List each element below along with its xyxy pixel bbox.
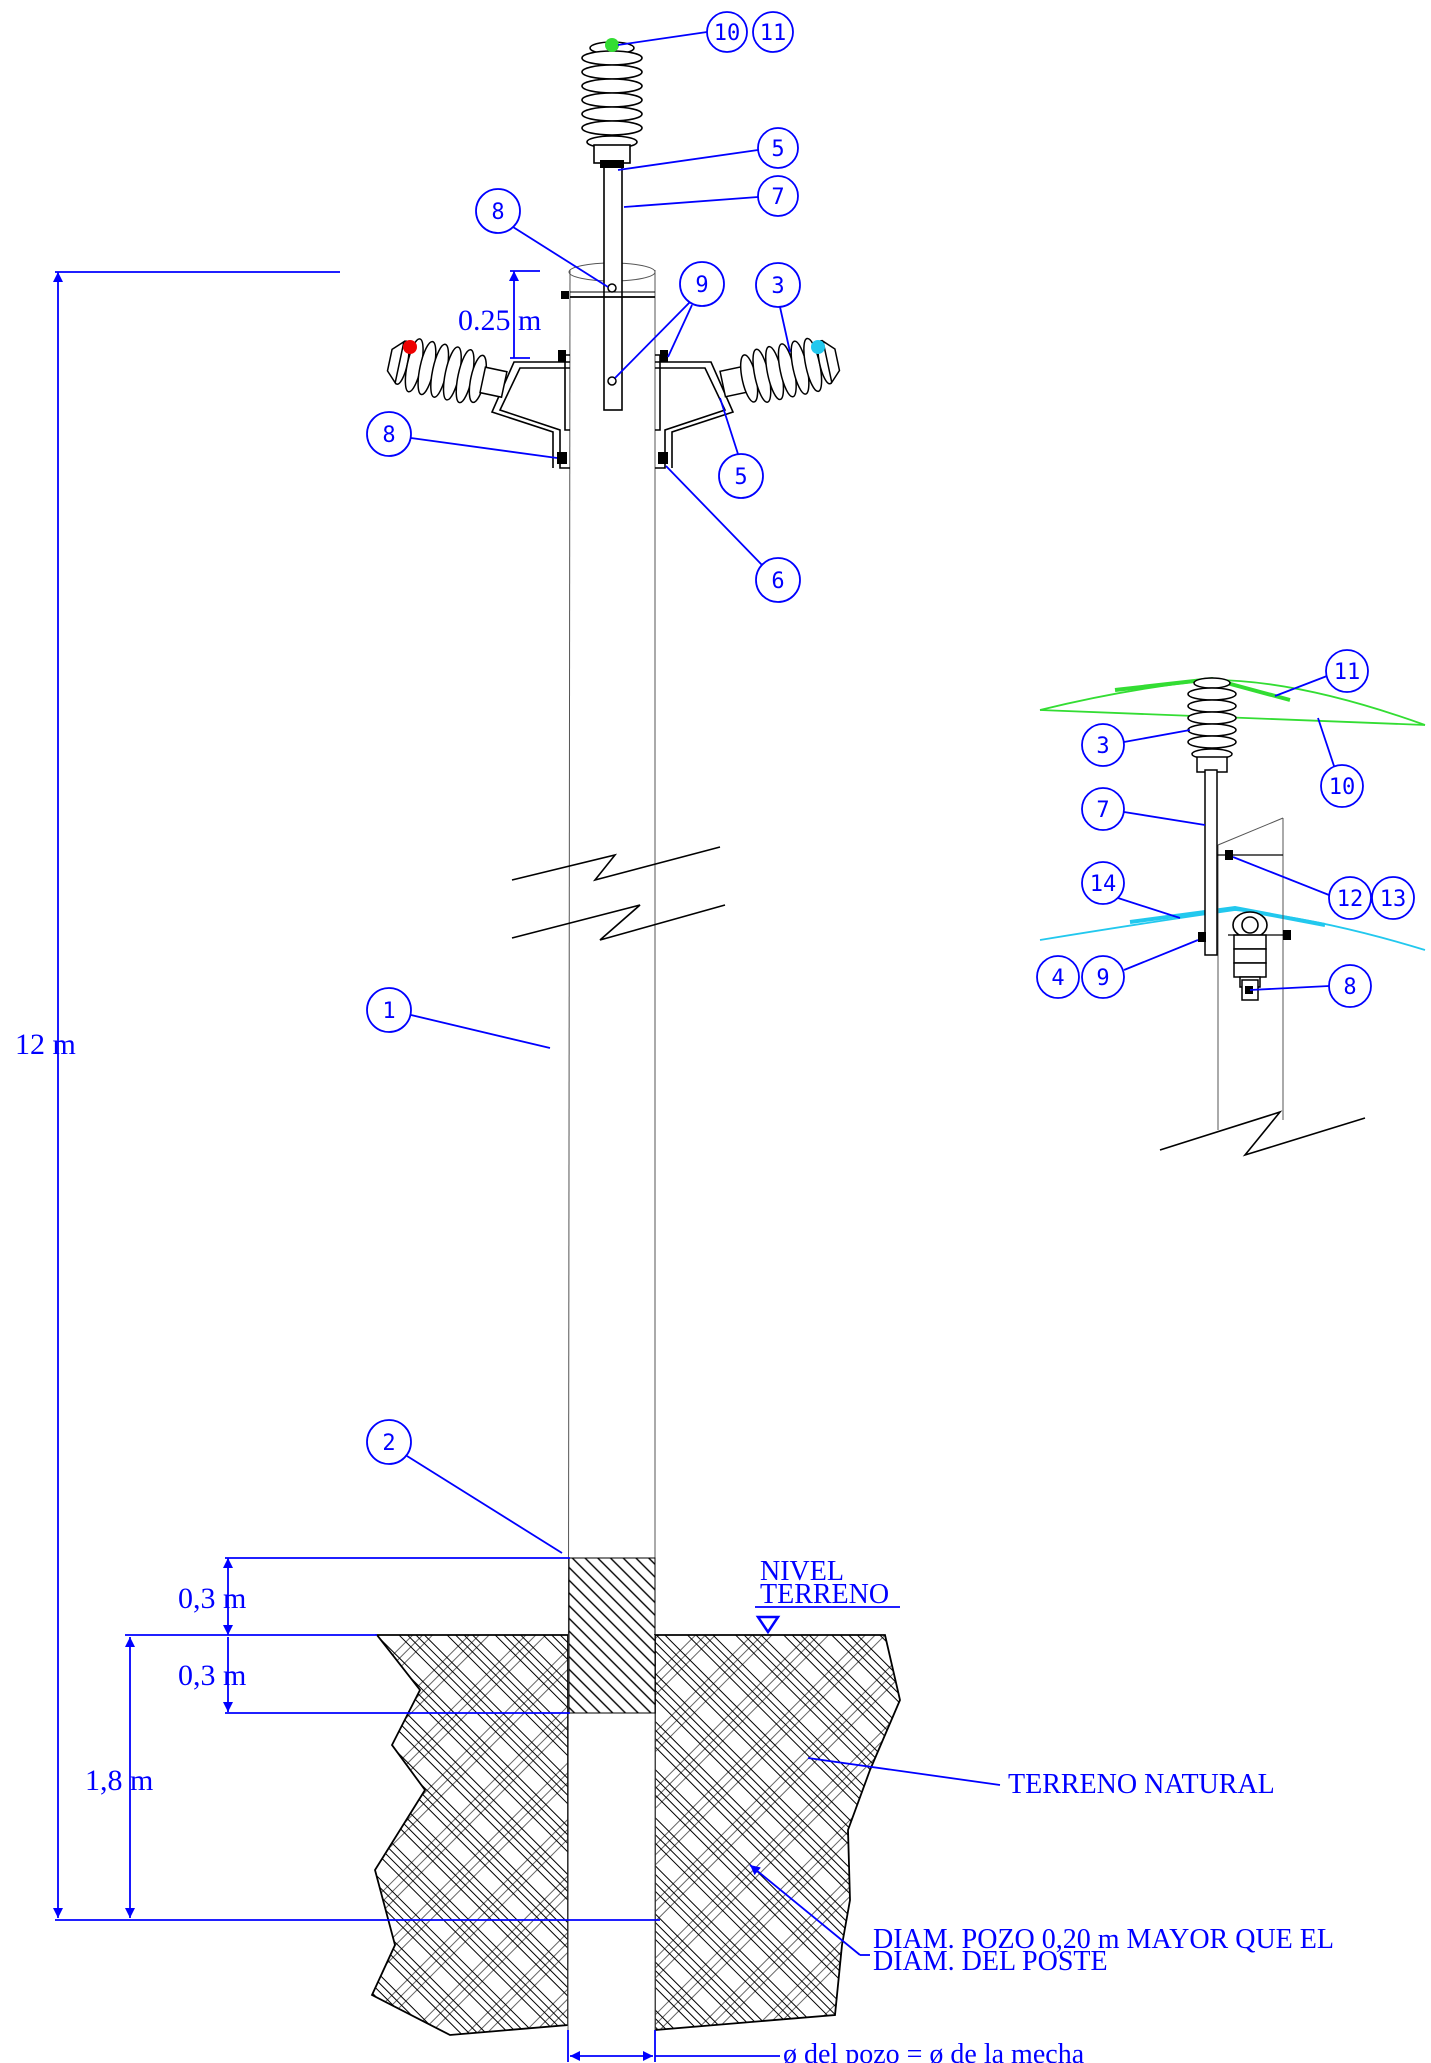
balloon-8-left: 8 bbox=[382, 423, 395, 448]
dim-insulator-offset: 0.25 m bbox=[458, 304, 541, 337]
dim-band-above: 0,3 m bbox=[178, 1582, 246, 1615]
note-ground-level-line1: NIVEL bbox=[760, 1556, 844, 1587]
balloon-11-side: 11 bbox=[1334, 660, 1361, 685]
ground-level-triangle bbox=[755, 1615, 781, 1635]
note-natural-soil: TERRENO NATURAL bbox=[1008, 1769, 1275, 1800]
balloon-5-right: 5 bbox=[734, 465, 747, 490]
side-lower-insulator bbox=[1228, 911, 1291, 1001]
top-insulator bbox=[581, 38, 643, 168]
right-bracket bbox=[655, 337, 841, 469]
left-conductor-dot bbox=[403, 340, 417, 354]
balloon-9-side: 9 bbox=[1096, 966, 1109, 991]
balloon-7: 7 bbox=[771, 185, 784, 210]
balloon-4: 4 bbox=[1051, 966, 1064, 991]
balloon-3: 3 bbox=[771, 274, 784, 299]
balloon-6: 6 bbox=[771, 569, 784, 594]
left-bracket bbox=[386, 338, 570, 469]
dim-band-below: 0,3 m bbox=[178, 1659, 246, 1692]
balloon-10-side: 10 bbox=[1329, 775, 1356, 800]
balloon-1: 1 bbox=[382, 999, 395, 1024]
note-ground-level-line2: TERRENO bbox=[760, 1579, 889, 1610]
balloon-3-side: 3 bbox=[1096, 734, 1109, 759]
natural-soil bbox=[370, 1634, 901, 2036]
balloon-11-top: 11 bbox=[760, 21, 787, 46]
hatched-band bbox=[568, 1557, 656, 1714]
note-hole-diameter-line1: DIAM. POZO 0,20 m MAYOR QUE EL bbox=[873, 1924, 1334, 1955]
balloon-9: 9 bbox=[695, 273, 708, 298]
balloons: 10 11 5 7 8 9 3 8 5 6 bbox=[366, 11, 1415, 1554]
break-symbol-top bbox=[511, 846, 721, 882]
top-hardware bbox=[386, 38, 841, 469]
main-pole bbox=[511, 262, 726, 2036]
balloon-7-side: 7 bbox=[1096, 798, 1109, 823]
dimensions: 12 m 0.25 m 0,3 m 0,3 m 1,8 m bbox=[15, 270, 780, 2062]
balloon-12: 12 bbox=[1337, 887, 1364, 912]
note-hole-diameter-line2: DIAM. DEL POSTE bbox=[873, 1946, 1108, 1977]
balloon-2: 2 bbox=[382, 1431, 395, 1456]
balloon-5-top: 5 bbox=[771, 137, 784, 162]
balloon-10-top: 10 bbox=[714, 21, 741, 46]
balloon-14: 14 bbox=[1090, 872, 1117, 897]
right-conductor-dot bbox=[811, 340, 825, 354]
balloon-8-side: 8 bbox=[1343, 975, 1356, 1000]
balloon-8-top: 8 bbox=[491, 200, 504, 225]
dim-total-height: 12 m bbox=[15, 1028, 76, 1061]
dim-embedment-depth: 1,8 m bbox=[85, 1764, 153, 1797]
note-diameter-relation: ø del pozo = ø de la mecha bbox=[783, 2039, 1085, 2063]
balloon-13: 13 bbox=[1380, 887, 1407, 912]
notes: NIVEL TERRENO TERRENO NATURAL DIAM. POZO… bbox=[749, 1556, 1334, 2063]
side-view bbox=[1039, 676, 1426, 1157]
top-conductor-dot bbox=[605, 38, 619, 52]
break-symbol-bottom bbox=[511, 904, 726, 941]
